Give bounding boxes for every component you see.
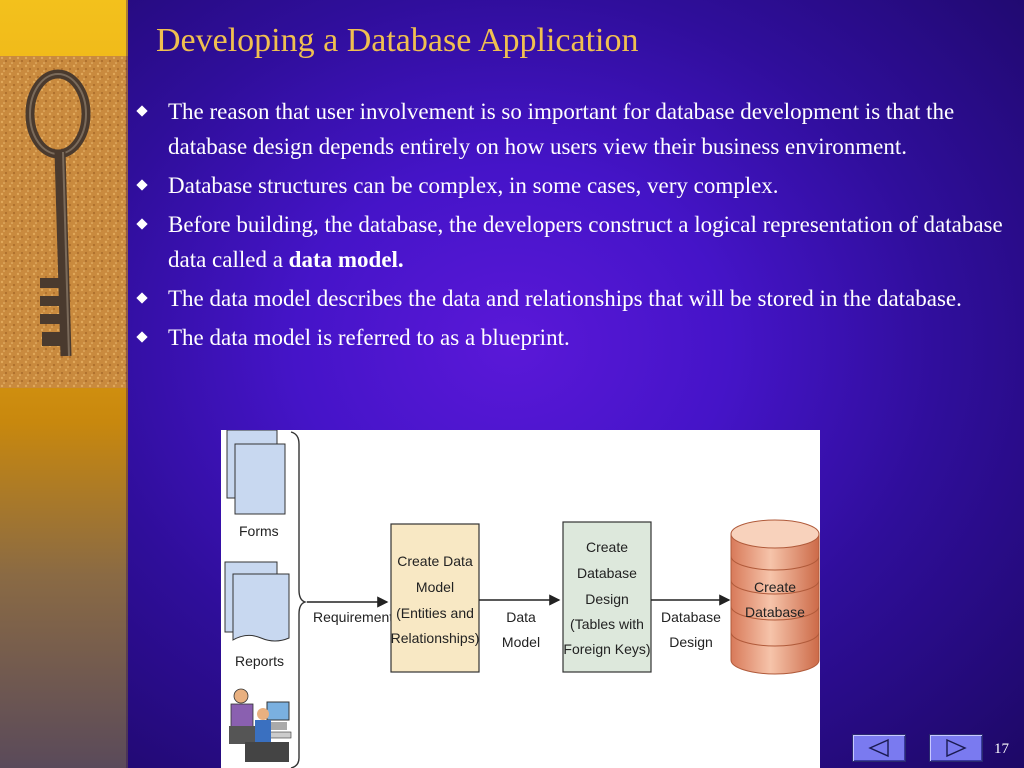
svg-text:(Tables with: (Tables with [570,616,644,632]
create-database-design-box [562,521,652,673]
key-photo [0,56,128,388]
svg-text:Database: Database [577,565,637,581]
diamond-bullet-icon [136,179,148,191]
svg-text:Design: Design [585,591,629,607]
svg-text:Design: Design [669,634,713,650]
svg-text:Foreign Keys): Foreign Keys) [563,641,650,657]
diamond-bullet-icon [136,292,148,304]
diamond-bullet-icon [136,218,148,230]
left-decorative-bar [0,0,128,768]
diamond-bullet-icon [136,105,148,117]
svg-text:Database: Database [745,604,805,620]
svg-text:(Entities and: (Entities and [396,605,474,621]
svg-text:Create: Create [586,539,628,555]
svg-text:Data: Data [506,609,536,625]
svg-text:Relationships): Relationships) [391,630,480,646]
reports-pages-icon [224,561,290,642]
bullet-item: The reason that user involvement is so i… [132,94,1004,164]
data-model-term: data model. [288,247,404,272]
database-development-diagram: Forms Reports R [221,430,820,768]
triangle-left-icon [868,738,889,758]
slide-title: Developing a Database Application [156,22,639,59]
bullet-list: The reason that user involvement is so i… [132,94,1004,359]
svg-text:Model: Model [416,579,454,595]
bullet-item: The data model is referred to as a bluep… [132,320,1004,355]
next-slide-button[interactable] [929,734,983,762]
svg-text:Create Data: Create Data [397,553,473,569]
users-at-computer-icon [229,688,292,762]
forms-label: Forms [239,523,279,539]
create-data-model-box [390,523,480,673]
input-brace [290,431,308,768]
triangle-right-icon [946,738,967,758]
svg-text:Model: Model [502,634,540,650]
svg-text:Create: Create [754,579,796,595]
forms-pages-icon [226,430,286,515]
bullet-item: Before building, the database, the devel… [132,207,1004,277]
database-cylinder-icon [730,519,820,675]
reports-label: Reports [235,653,284,669]
requirements-label: Requirements [313,609,400,625]
bullet-item: Database structures can be complex, in s… [132,168,1004,203]
diamond-bullet-icon [136,331,148,343]
bullet-item: The data model describes the data and re… [132,281,1004,316]
slide-page-number: 17 [994,741,1009,757]
previous-slide-button[interactable] [852,734,906,762]
svg-text:Database: Database [661,609,721,625]
